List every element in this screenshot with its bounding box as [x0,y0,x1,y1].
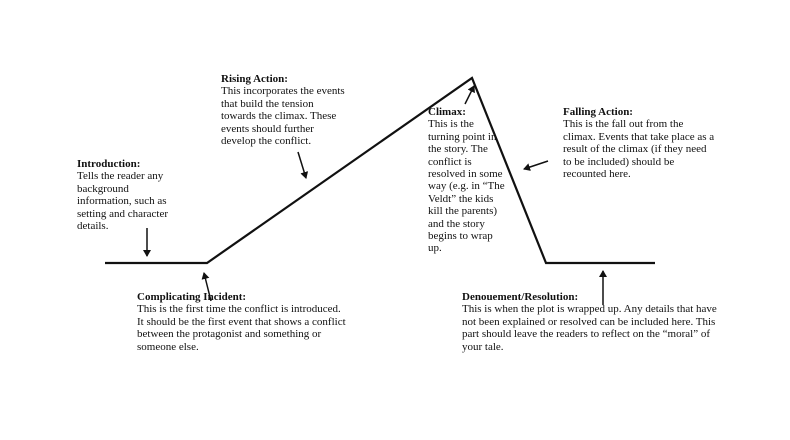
falling-action-heading: Falling Action: [563,106,633,118]
text-line: recounted here. [563,168,631,181]
text-line: This is the [428,118,474,131]
falling-action-arrow [523,160,549,171]
rising-action-heading: Rising Action: [221,73,288,85]
introduction-label: Introduction: Tells the reader any backg… [77,158,168,232]
complicating-incident-arrow [201,272,212,302]
complicating-incident-heading: Complicating Incident: [137,291,247,303]
text-line: kill the parents) [428,205,498,218]
text-line: develop the conflict. [221,135,312,148]
text-line: result of the climax (if they need [563,143,707,156]
text-line: up. [428,242,442,255]
text-line: that build the tension [221,97,314,110]
text-line: towards the climax. These [221,110,337,123]
text-line: not been explained or resolved can be in… [462,315,716,328]
falling-action-label: Falling Action: This is the fall out fro… [563,106,714,180]
text-line: It should be the first event that shows … [137,315,346,328]
complicating-incident-label: Complicating Incident: This is the first… [137,291,346,353]
text-line: turning point in [428,130,497,143]
text-line: climax. Events that take place as a [563,130,715,143]
text-line: conflict is [428,155,472,168]
climax-heading: Climax: [428,106,466,118]
climax-label: Climax: This is the turning point in the… [428,106,505,255]
rising-action-label: Rising Action: This incorporates the eve… [221,73,345,147]
climax-arrow [464,85,475,105]
plot-line [105,76,655,265]
text-line: This is the first time the conflict is i… [137,303,341,316]
text-line: information, such as [77,195,167,208]
introduction-heading: Introduction: [77,158,141,170]
text-line: way (e.g. in “The [428,180,505,193]
text-line: Veldt” the kids [428,192,494,205]
text-line: This incorporates the events [221,85,345,98]
text-line: This is the fall out from the [563,118,684,131]
text-line: setting and character [77,207,169,220]
text-line: the story. The [428,143,488,156]
text-line: resolved in some [428,168,503,181]
text-line: This is when the plot is wrapped up. Any… [462,303,717,316]
text-line: someone else. [137,340,199,353]
text-line: details. [77,220,109,233]
text-line: Tells the reader any [77,170,164,183]
text-line: events should further [221,122,314,135]
text-line: begins to wrap [428,230,493,243]
denouement-heading: Denouement/Resolution: [462,291,579,303]
rising-action-arrow [297,151,309,179]
text-line: between the protagonist and something or [137,328,322,341]
text-line: background [77,182,129,195]
text-line: your tale. [462,340,504,353]
denouement-label: Denouement/Resolution: This is when the … [462,291,717,353]
text-line: to be included) should be [563,155,675,168]
text-line: and the story [428,217,485,230]
text-line: part should leave the readers to reflect… [462,328,710,341]
